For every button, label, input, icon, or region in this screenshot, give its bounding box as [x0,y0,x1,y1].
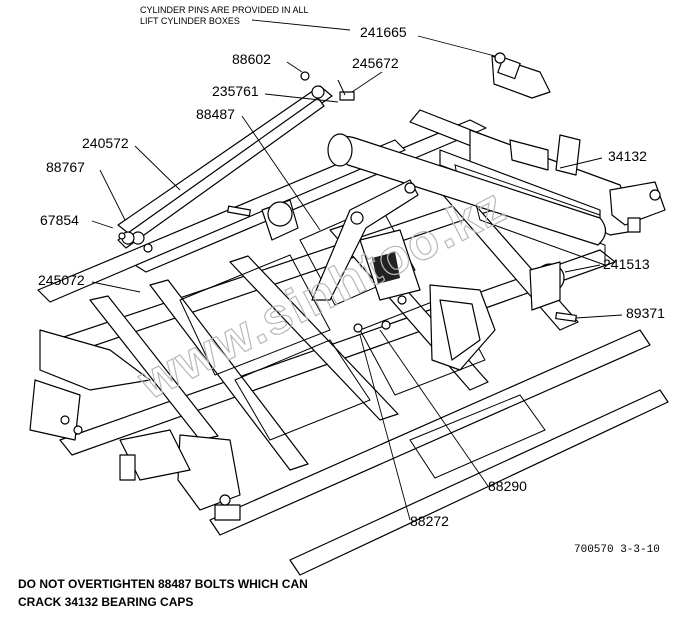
callout-241513: 241513 [603,256,650,272]
callout-245672: 245672 [352,55,399,71]
callout-89371: 89371 [626,305,665,321]
callout-88767: 88767 [46,159,85,175]
callout-88272: 88272 [410,513,449,529]
callout-240572: 240572 [82,135,129,151]
frame-drawing [29,52,669,576]
callout-245072: 245072 [38,272,85,288]
callout-88487: 88487 [196,106,235,122]
warning-line1: DO NOT OVERTIGHTEN 88487 BOLTS WHICH CAN [18,577,308,591]
cylinder-pins-note-line2: LIFT CYLINDER BOXES [140,16,240,26]
callout-241665: 241665 [360,24,407,40]
callout-88602: 88602 [232,51,271,67]
warning-line2: CRACK 34132 BEARING CAPS [18,595,193,609]
drawing-number: 700570 3-3-10 [574,544,660,556]
callout-235761: 235761 [212,83,259,99]
callout-88290: 88290 [488,478,527,494]
callout-67854: 67854 [40,212,79,228]
callout-34132: 34132 [608,148,647,164]
leader-lines [91,19,623,521]
cylinder-pins-note-line1: CYLINDER PINS ARE PROVIDED IN ALL [140,5,309,15]
